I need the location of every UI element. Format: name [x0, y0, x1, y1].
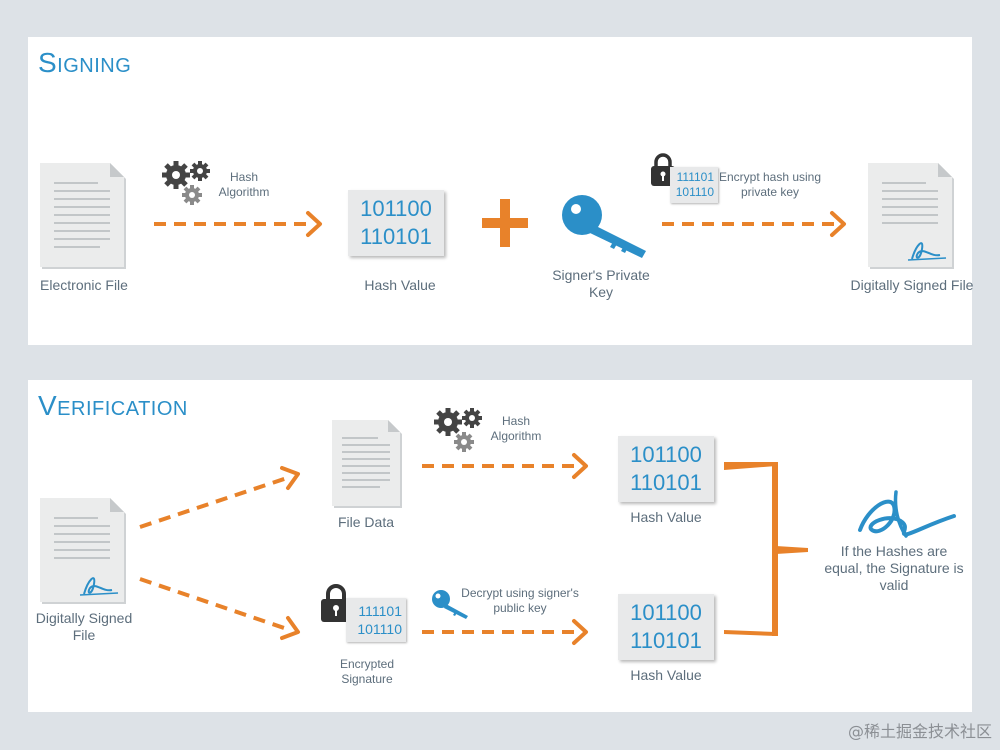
verify-encrypted-line-2: 101110: [357, 621, 402, 637]
gears-icon: [162, 161, 210, 205]
arrow-signed-to-filedata: [139, 475, 291, 529]
encrypted-signature-label: Encrypted Signature: [339, 657, 395, 686]
verify-hash-value-bottom-label: Hash Value: [630, 667, 702, 683]
signing-encrypted-box: 111101 101110: [670, 167, 718, 203]
encrypted-line-1: 111101: [676, 170, 714, 184]
private-key-label: Signer's Private Key: [552, 267, 650, 300]
encrypt-label: Encrypt hash using private key: [718, 170, 822, 199]
verify-encrypted-box: 111101 101110: [346, 598, 406, 642]
verification-title: Verification: [38, 390, 188, 421]
file-data-icon: [332, 420, 402, 508]
signing-hash-algorithm-label: Hash Algorithm: [218, 170, 270, 199]
verification-panel: Verification Digitally Signed File File …: [28, 380, 972, 712]
verify-hash-value-bottom-box: 101100 110101: [618, 594, 714, 660]
compare-bracket: [724, 462, 808, 636]
signing-title: Signing: [38, 47, 132, 78]
result-label: If the Hashes are equal, the Signature i…: [824, 543, 964, 593]
decrypt-label: Decrypt using signer's public key: [461, 586, 579, 615]
verify-hash-value-top-label: Hash Value: [630, 509, 702, 525]
signed-file-label: Digitally Signed File: [850, 277, 974, 293]
private-key-icon: [562, 195, 646, 258]
hash-top-line-2: 110101: [630, 470, 702, 495]
arrow-signed-to-encrypted: [139, 577, 291, 632]
verify-encrypted-line-1: 111101: [358, 603, 402, 619]
verify-signed-file-icon: [40, 498, 126, 604]
encrypted-line-2: 101110: [675, 185, 714, 199]
signing-hash-value-label: Hash Value: [364, 277, 436, 293]
file-data-label: File Data: [337, 514, 395, 530]
hash-line-2: 110101: [360, 224, 432, 249]
hash-top-line-1: 101100: [630, 442, 702, 467]
watermark: @稀土掘金技术社区: [847, 722, 992, 741]
signing-panel: Signing Electronic File: [28, 37, 974, 345]
signature-icon: [858, 490, 956, 538]
signed-file-icon: [868, 163, 954, 269]
plus-icon: [482, 199, 528, 247]
hash-bottom-line-1: 101100: [630, 600, 702, 625]
verify-signed-file-label: Digitally Signed File: [35, 610, 133, 643]
verify-hash-algorithm-label: Hash Algorithm: [490, 414, 542, 443]
signing-hash-value-box: 101100 110101: [348, 190, 444, 256]
public-key-icon: [432, 590, 468, 619]
verify-padlock-icon: [321, 584, 351, 622]
padlock-icon: [651, 153, 675, 186]
verify-hash-value-top-box: 101100 110101: [618, 436, 714, 502]
hash-line-1: 101100: [360, 196, 432, 221]
hash-bottom-line-2: 110101: [630, 628, 702, 653]
electronic-file-label: Electronic File: [40, 277, 128, 293]
verify-gears-icon: [434, 408, 482, 452]
electronic-file-icon: [40, 163, 126, 269]
